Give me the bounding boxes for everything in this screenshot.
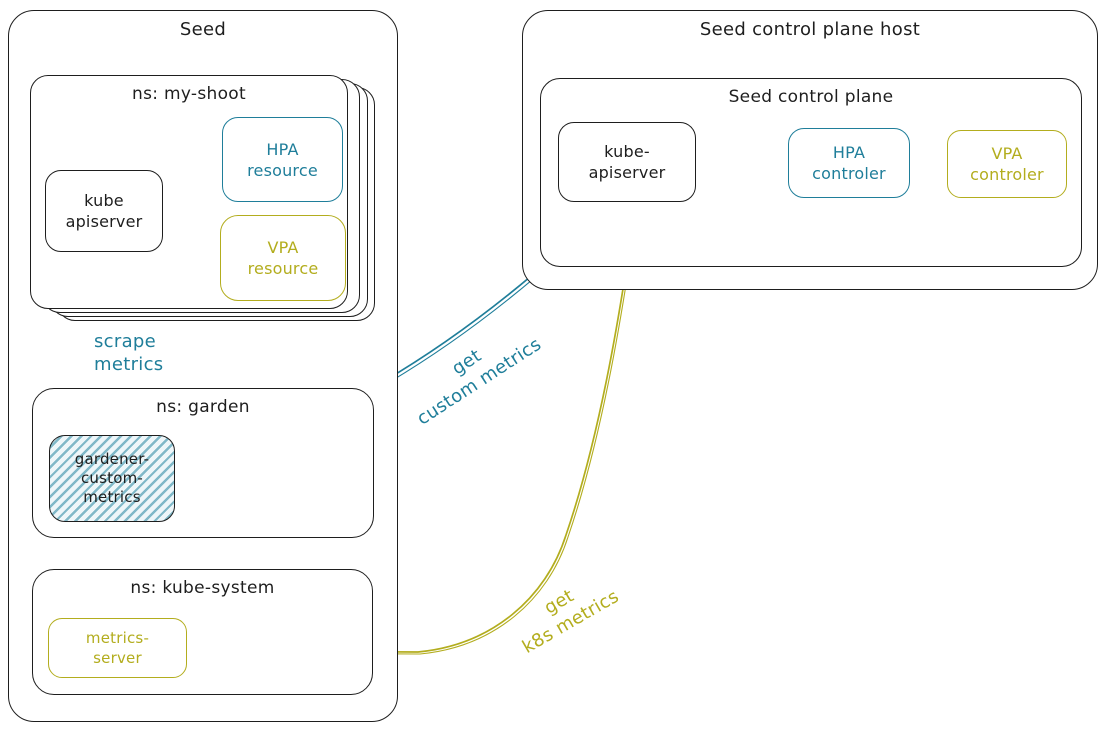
gcm-label-line2: custom-: [80, 469, 144, 487]
metrics-server-label-line1: metrics-: [85, 629, 150, 647]
hpa-resource-label-line1: HPA: [266, 139, 299, 159]
seed-control-plane-host-title: Seed control plane host: [699, 19, 921, 40]
garden-title: ns: garden: [156, 397, 250, 417]
vpa-controler-label-line1: VPA: [991, 144, 1023, 163]
scrape-metrics-label-line1: scrape: [94, 331, 157, 352]
kube-apiserver-shoot-node: kube apiserver: [45, 170, 163, 252]
kube-apiserver-shoot-label-line2: apiserver: [65, 212, 143, 231]
seed-title: Seed: [179, 19, 227, 40]
gcm-label-line3: metrics: [83, 488, 141, 506]
seed-control-plane-title: Seed control plane: [728, 87, 894, 107]
hpa-controler-node: HPA controler: [788, 128, 910, 198]
kube-apiserver-seed-label-line1: kube-: [604, 142, 650, 161]
vpa-resource-label-line1: VPA: [267, 238, 299, 257]
scrape-metrics-label: scrape metrics: [94, 330, 163, 376]
metrics-server-label-line2: server: [93, 649, 142, 667]
vpa-controler-label-line2: controler: [970, 165, 1044, 184]
hpa-resource-node: HPA resource: [222, 117, 343, 202]
kube-apiserver-shoot-label-line1: kube: [84, 191, 124, 210]
hpa-controler-label-line1: HPA: [832, 143, 866, 162]
kube-system-title: ns: kube-system: [130, 578, 275, 598]
gardener-custom-metrics-node: gardener- custom- metrics: [49, 435, 175, 522]
vpa-resource-label-line2: resource: [247, 259, 319, 278]
kube-apiserver-seed-label-line2: apiserver: [588, 163, 666, 182]
hpa-controler-label-line2: controler: [812, 164, 886, 183]
get-custom-metrics-label: get custom metrics: [400, 314, 545, 431]
kube-apiserver-seed-node: kube- apiserver: [558, 122, 696, 202]
metrics-server-node: metrics- server: [48, 618, 187, 678]
vpa-resource-node: VPA resource: [220, 215, 346, 301]
scrape-metrics-label-line2: metrics: [94, 354, 164, 375]
gcm-label-line1: gardener-: [74, 450, 150, 468]
hpa-resource-label-line2: resource: [247, 160, 318, 180]
get-k8s-metrics-label: get k8s metrics: [507, 565, 623, 659]
my-shoot-title: ns: my-shoot: [132, 84, 246, 104]
vpa-controler-node: VPA controler: [947, 130, 1067, 198]
